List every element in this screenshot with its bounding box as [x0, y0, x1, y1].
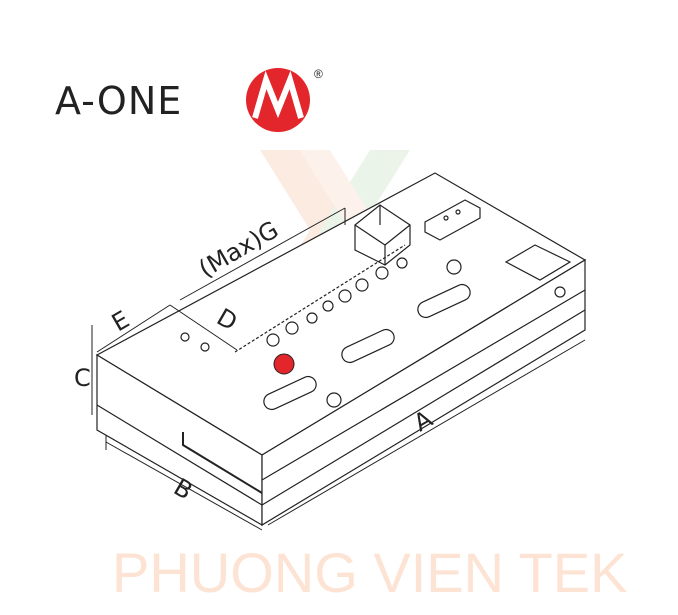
- vise-body: [95, 172, 587, 527]
- watermark-text: PHUONG VIEN TEK: [112, 541, 628, 604]
- dim-e-label: E: [107, 305, 134, 337]
- brand-name: A-ONE: [55, 79, 182, 123]
- brand-m-logo-icon: [246, 68, 310, 132]
- registered-mark: ®: [314, 67, 323, 81]
- dim-c-label: C: [74, 364, 91, 392]
- dimension-lines: [91, 207, 586, 531]
- red-button-icon: [273, 353, 295, 375]
- dim-b-label: B: [169, 473, 197, 505]
